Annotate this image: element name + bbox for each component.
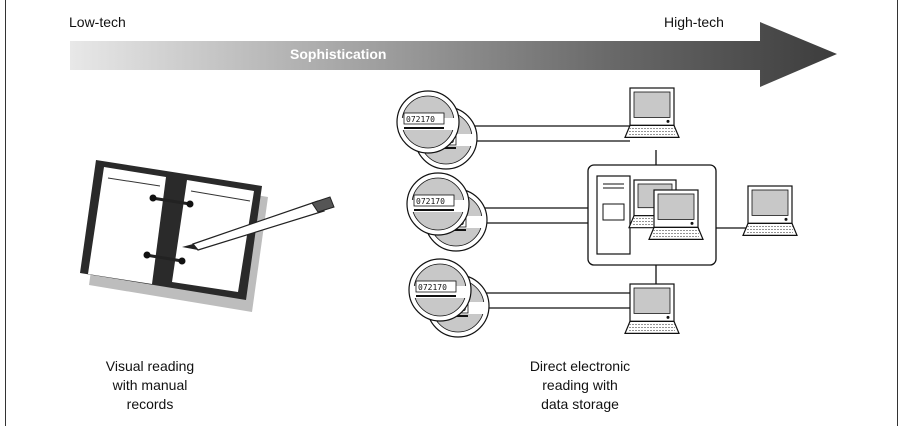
- caption-line: reading with: [542, 377, 618, 393]
- network-lines: [470, 125, 748, 309]
- caption-line: Direct electronic: [529, 358, 631, 374]
- computer-icon: [742, 185, 798, 236]
- notebook-icon: [80, 160, 268, 312]
- caption-line: Visual reading: [105, 358, 195, 374]
- computer-icon: [624, 87, 680, 138]
- low-tech-label: Low-tech: [69, 14, 126, 30]
- meter-reading: 072170: [406, 115, 435, 124]
- caption-line: data storage: [541, 396, 619, 412]
- computer-icon: [648, 189, 704, 240]
- caption-electronic: Direct electronic reading with data stor…: [500, 357, 660, 414]
- high-tech-label: High-tech: [664, 14, 724, 30]
- caption-line: with manual: [112, 377, 188, 393]
- meter-reading: 072170: [416, 197, 445, 206]
- sophistication-label: Sophistication: [290, 46, 387, 62]
- figure-frame: [5, 0, 898, 426]
- computer-icon: [624, 283, 680, 334]
- pen-icon: [182, 196, 335, 251]
- sophistication-arrow: [70, 22, 837, 87]
- caption-manual: Visual reading with manual records: [70, 357, 230, 414]
- meter-reading: 072170: [418, 283, 447, 292]
- caption-line: records: [126, 396, 174, 412]
